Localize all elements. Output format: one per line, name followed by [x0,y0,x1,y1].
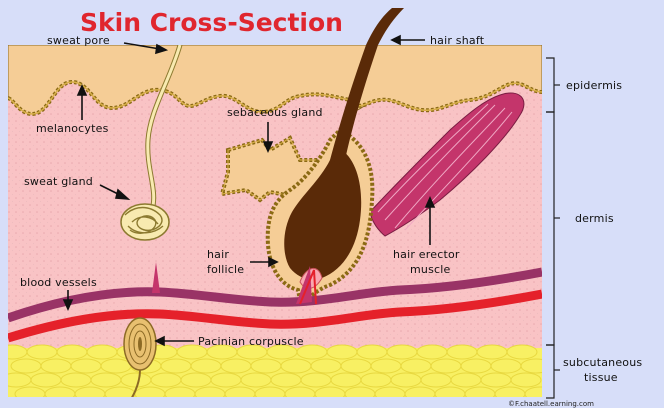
fat-cell [301,373,331,387]
label-hair-follicle-line1: hair [207,248,229,261]
fat-cell [477,345,507,359]
fat-cell [121,373,151,387]
diagram-title: Skin Cross-Section [80,8,343,37]
fat-cell [281,359,311,373]
fat-cell [251,359,281,373]
fat-cell [211,373,241,387]
fat-cell [101,359,131,373]
fat-cell [91,373,121,387]
fat-cell [331,373,361,387]
fat-cell [71,359,101,373]
fat-cell [511,373,541,387]
fat-cell [271,373,301,387]
layer-label-subcutaneous-line2: tissue [584,371,618,384]
fat-cell [357,345,387,359]
layer-label-dermis: dermis [575,212,614,225]
fat-cell [327,345,357,359]
fat-cell [151,373,181,387]
label-hair-erector-line1: hair erector [393,248,460,261]
label-sweat-gland: sweat gland [24,175,93,188]
fat-cell [27,345,57,359]
fat-cell [431,359,461,373]
fat-cell [371,359,401,373]
label-melanocytes: melanocytes [36,122,109,135]
label-hair-follicle-line2: follicle [207,263,244,276]
credit-text: ©F.chaatell.earning.com [508,400,594,408]
fat-cell [491,359,521,373]
fat-cell [447,345,477,359]
fat-cell [57,345,87,359]
label-sweat-pore: sweat pore [47,34,110,47]
fat-cell [41,359,71,373]
fat-cell [221,359,251,373]
fat-cell [341,359,371,373]
fat-cell [361,373,391,387]
label-pacinian-corpuscle: Pacinian corpuscle [198,335,304,348]
fat-cell [481,373,511,387]
label-blood-vessels: blood vessels [20,276,97,289]
fat-cell [191,359,221,373]
fat-cell [311,359,341,373]
fat-cell [387,345,417,359]
fat-cell [161,359,191,373]
label-hair-shaft: hair shaft [430,34,485,47]
fat-cell [451,373,481,387]
fat-cell [181,373,211,387]
fat-cell [241,373,271,387]
sweat-gland-coil [121,204,169,240]
label-hair-erector-line2: muscle [410,263,451,276]
fat-cell [87,345,117,359]
fat-cell [421,373,451,387]
layer-label-epidermis: epidermis [566,79,622,92]
layer-label-subcutaneous-line1: subcutaneous [563,356,642,369]
fat-cell [461,359,491,373]
fat-cell [417,345,447,359]
fat-cell [61,373,91,387]
fat-cell [401,359,431,373]
fat-cell [507,345,537,359]
fat-cell [391,373,421,387]
label-sebaceous-gland: sebaceous gland [227,106,323,119]
fat-cell [31,373,61,387]
fat-cell [11,359,41,373]
